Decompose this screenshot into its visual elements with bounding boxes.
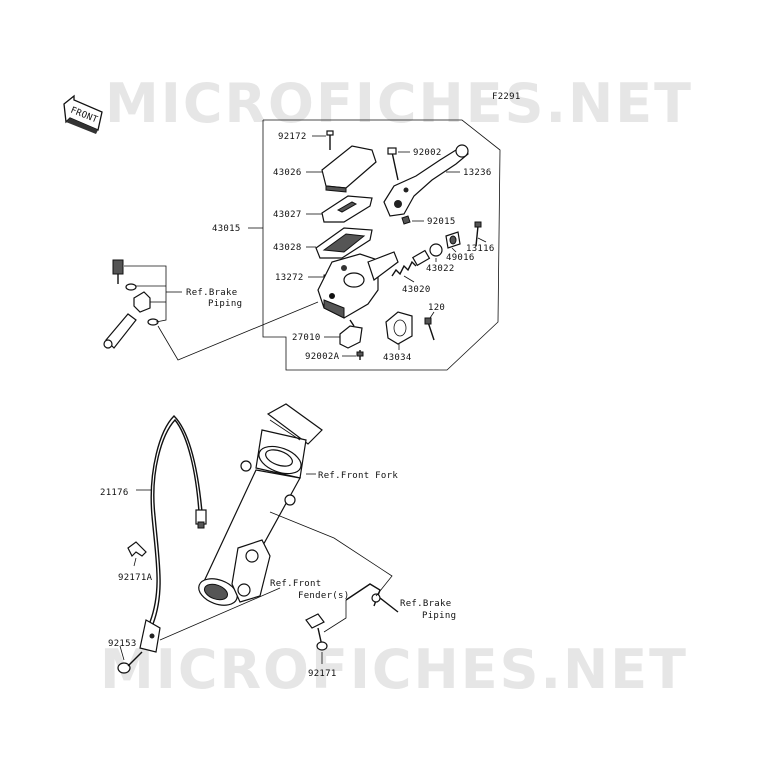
label-43034: 43034 (383, 353, 412, 363)
label-43028: 43028 (273, 243, 302, 253)
assembly-frame (262, 119, 501, 371)
front-fork (198, 403, 323, 606)
pivot-49016 (445, 231, 461, 249)
label-92015: 92015 (427, 217, 456, 227)
label-ref-front-fender-b: Fender(s) (298, 591, 349, 601)
label-92153: 92153 (108, 639, 137, 649)
label-92171: 92171 (308, 669, 337, 679)
watermark-bottom: MICROFICHES.NET (100, 638, 688, 701)
bolt-13116 (474, 221, 482, 247)
label-49016: 49016 (446, 253, 475, 263)
label-ref-brake-piping-1a: Ref.Brake (186, 288, 237, 298)
label-ref-front-fork: Ref.Front Fork (318, 471, 398, 481)
label-43027: 43027 (273, 210, 302, 220)
clamp-43034 (385, 311, 413, 345)
label-43026: 43026 (273, 168, 302, 178)
front-arrow-icon: FRONT (63, 94, 103, 134)
screw-92002 (387, 147, 399, 181)
label-43020: 43020 (402, 285, 431, 295)
label-92172: 92172 (278, 132, 307, 142)
screw-92002A (356, 350, 364, 360)
label-92002: 92002 (413, 148, 442, 158)
screw-92172 (326, 130, 334, 150)
label-13272: 13272 (275, 273, 304, 283)
label-13116: 13116 (466, 244, 495, 254)
nut-92015 (401, 215, 411, 225)
label-92002A: 92002A (305, 352, 340, 362)
label-13236: 13236 (463, 168, 492, 178)
banjo-bolt-group (103, 259, 159, 349)
label-ref-brake-piping-2b: Piping (422, 611, 456, 621)
label-43015: 43015 (212, 224, 241, 234)
clip-92171A (127, 541, 147, 558)
boot-43022 (429, 243, 443, 257)
diaphragm-43028 (315, 227, 373, 259)
watermark-top: MICROFICHES.NET (105, 72, 693, 135)
label-120: 120 (428, 303, 445, 313)
plate-43027 (321, 195, 373, 223)
label-ref-front-fender-a: Ref.Front (270, 579, 321, 589)
label-43022: 43022 (426, 264, 455, 274)
brake-lever-13236 (383, 144, 469, 217)
brake-switch-27010 (339, 319, 363, 349)
label-ref-brake-piping-2a: Ref.Brake (400, 599, 451, 609)
piston-kit-43020 (391, 249, 431, 277)
bolt-120 (424, 317, 435, 341)
diagram-code: F2291 (492, 92, 521, 102)
label-ref-brake-piping-1b: Piping (208, 299, 242, 309)
sensor-wire-21176 (139, 415, 207, 653)
label-92171A: 92171A (118, 573, 153, 583)
label-27010: 27010 (292, 333, 321, 343)
label-21176: 21176 (100, 488, 129, 498)
reservoir-cap-43026 (321, 145, 377, 193)
master-cylinder-body (317, 251, 399, 319)
clip-92171 (305, 613, 328, 651)
fender-bracket (345, 583, 399, 613)
bolt-92153 (117, 651, 143, 674)
